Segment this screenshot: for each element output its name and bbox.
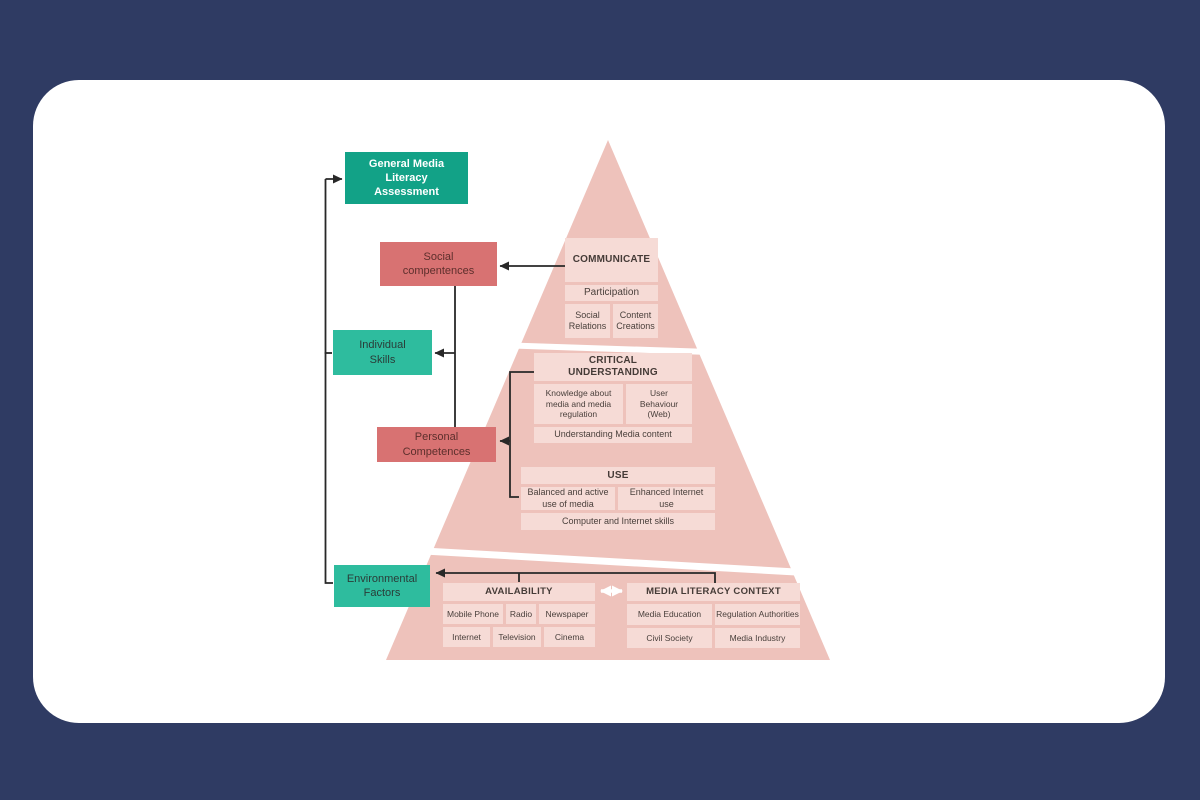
cell-television: Television bbox=[493, 627, 541, 647]
cell-internet: Internet bbox=[443, 627, 490, 647]
cell-civil-society: Civil Society bbox=[627, 628, 712, 648]
box-general-media-literacy-assessment: General Media Literacy Assessment bbox=[345, 152, 468, 204]
cell-knowledge-about-media: Knowledge about media and media regulati… bbox=[534, 384, 623, 424]
cell-newspaper: Newspaper bbox=[539, 604, 595, 624]
cell-user-behaviour-web: User Behaviour (Web) bbox=[626, 384, 692, 424]
cell-cinema: Cinema bbox=[544, 627, 595, 647]
cluster-media-literacy-context: MEDIA LITERACY CONTEXT Media Education R… bbox=[627, 583, 800, 648]
box-label: Personal Competences bbox=[402, 431, 471, 458]
box-label: Environmental Factors bbox=[346, 572, 418, 599]
cluster-critical-understanding: CRITICAL UNDERSTANDING Knowledge about m… bbox=[534, 353, 692, 443]
cell-communicate-title: COMMUNICATE bbox=[565, 238, 658, 282]
cell-participation: Participation bbox=[565, 285, 658, 301]
box-label: Social compentences bbox=[402, 250, 475, 277]
cluster-availability: AVAILABILITY Mobile Phone Radio Newspape… bbox=[443, 583, 595, 647]
cell-radio: Radio bbox=[506, 604, 536, 624]
box-label: Individual Skills bbox=[359, 339, 406, 366]
pyramid-gap-top bbox=[495, 342, 710, 355]
cell-regulation-authorities: Regulation Authorities bbox=[715, 604, 800, 625]
cell-balanced-active-use: Balanced and active use of media bbox=[521, 487, 615, 510]
cell-use-title: USE bbox=[521, 467, 715, 484]
cell-enhanced-internet-use: Enhanced Internet use bbox=[618, 487, 715, 510]
box-individual-skills: Individual Skills bbox=[333, 330, 432, 375]
line-context-to-environmental bbox=[435, 568, 716, 583]
box-label: General Media Literacy Assessment bbox=[368, 157, 445, 199]
cell-understanding-media-content: Understanding Media content bbox=[534, 427, 692, 443]
cell-computer-internet-skills: Computer and Internet skills bbox=[521, 513, 715, 530]
cell-media-education: Media Education bbox=[627, 604, 712, 625]
cell-content-creations: Content Creations bbox=[613, 304, 658, 338]
cell-mobile-phone: Mobile Phone bbox=[443, 604, 503, 624]
cell-media-industry: Media Industry bbox=[715, 628, 800, 648]
box-environmental-factors: Environmental Factors bbox=[334, 565, 430, 607]
cluster-communicate: COMMUNICATE Participation Social Relatio… bbox=[565, 238, 658, 338]
bracket-critical-use bbox=[509, 371, 534, 498]
cluster-use: USE Balanced and active use of media Enh… bbox=[521, 467, 715, 530]
box-social-competences: Social compentences bbox=[380, 242, 497, 286]
line-left-spine bbox=[324, 179, 333, 584]
box-personal-competences: Personal Competences bbox=[377, 427, 496, 462]
pyramid-gap-bottom bbox=[415, 547, 805, 576]
cell-availability-title: AVAILABILITY bbox=[443, 583, 595, 601]
cell-critical-understanding-title: CRITICAL UNDERSTANDING bbox=[534, 353, 692, 381]
cell-media-literacy-context-title: MEDIA LITERACY CONTEXT bbox=[627, 583, 800, 601]
cell-social-relations: Social Relations bbox=[565, 304, 610, 338]
